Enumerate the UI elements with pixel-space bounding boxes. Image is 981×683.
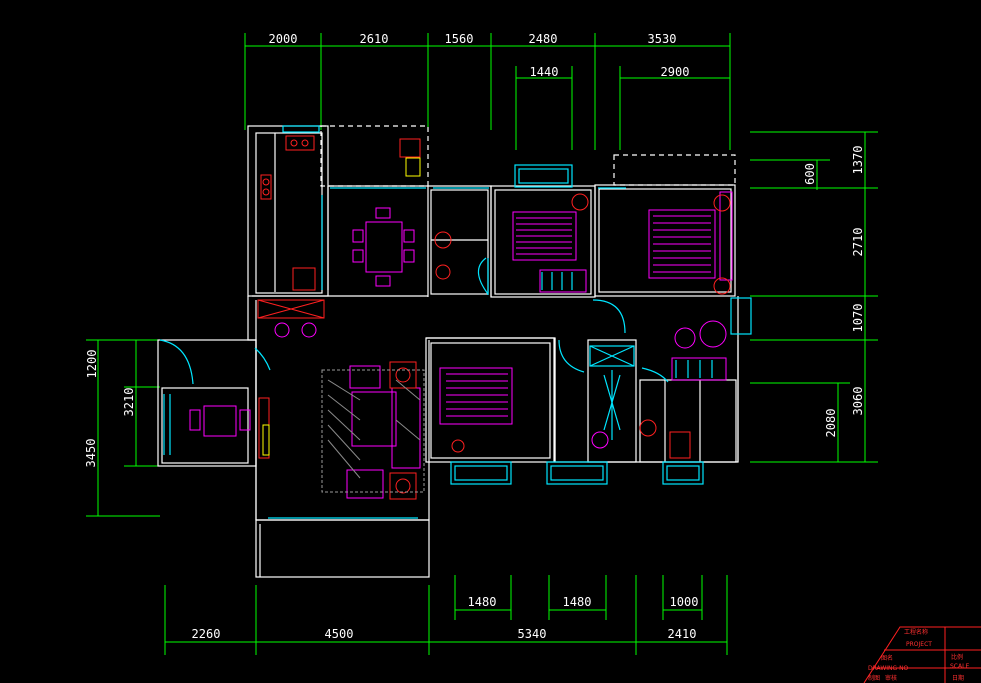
windows	[159, 125, 752, 519]
living-rug	[321, 369, 425, 493]
closet-marks	[541, 272, 713, 440]
dim-bottom-sub-2: 1480	[563, 595, 592, 609]
sofa-set	[351, 391, 397, 447]
dim-bottom-2: 4500	[325, 627, 354, 641]
bed-lower	[439, 367, 513, 425]
stove	[285, 135, 315, 151]
entry-table	[203, 405, 237, 437]
dim-right-2: 2710	[851, 228, 865, 257]
dim-top-sub-1: 1440	[530, 65, 559, 79]
dim-right-1: 1370	[851, 146, 865, 175]
tb-date-cn: 日期	[952, 674, 964, 682]
dim-top-sub-2: 2900	[661, 65, 690, 79]
dim-right-inner-1: 600	[803, 163, 817, 185]
dining-table	[365, 221, 403, 273]
dimension-labels: 2000 2610 1560 2480 3530 1440 2900 2260 …	[84, 32, 865, 641]
dimension-lines	[86, 33, 878, 655]
dim-left-1: 3450	[84, 439, 98, 468]
dim-bottom-sub-3: 1000	[670, 595, 699, 609]
dim-top-2: 2610	[360, 32, 389, 46]
dim-top-3: 1560	[445, 32, 474, 46]
tb-project-cn: 工程名称	[904, 628, 928, 636]
fixtures	[257, 135, 731, 500]
bed-upper-right	[648, 209, 716, 279]
tb-drawing-cn: 图名	[881, 654, 893, 662]
dim-bottom-sub-1: 1480	[468, 595, 497, 609]
dim-top-5: 3530	[648, 32, 677, 46]
dim-left-inner-1: 1200	[85, 350, 99, 379]
tb-checked-cn: 审核	[885, 674, 897, 682]
tb-scale: SCALE	[950, 663, 969, 670]
tb-by-cn: 制图	[868, 674, 880, 682]
bed-upper-middle	[512, 211, 577, 261]
dim-bottom-4: 2410	[668, 627, 697, 641]
title-block: 工程名称 PROJECT 图名 DRAWING NO 比例 SCALE 制图 审…	[863, 626, 981, 683]
dim-top-1: 2000	[269, 32, 298, 46]
dim-bottom-3: 5340	[518, 627, 547, 641]
dim-bottom-1: 2260	[192, 627, 221, 641]
dim-right-inner-2: 2080	[824, 409, 838, 438]
appliances	[262, 157, 421, 456]
walls	[157, 125, 739, 578]
furniture	[189, 191, 733, 499]
dim-right-3: 1070	[851, 304, 865, 333]
dim-top-4: 2480	[529, 32, 558, 46]
tb-drawing: DRAWING NO	[868, 665, 909, 672]
dim-right-4: 3060	[851, 387, 865, 416]
tb-scale-cn: 比例	[951, 653, 963, 661]
tb-project: PROJECT	[906, 641, 932, 648]
dim-left-inner-2: 3210	[122, 388, 136, 417]
